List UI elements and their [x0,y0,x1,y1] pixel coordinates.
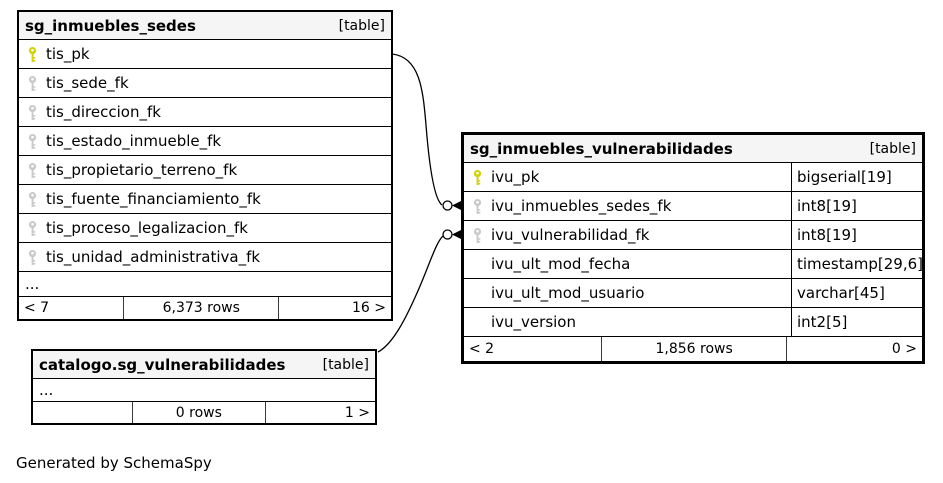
table-title[interactable]: sg_inmuebles_vulnerabilidades [470,139,733,158]
column-row: ivu_vulnerabilidad_fk int8[19] [464,221,922,250]
column-type: varchar[45] [797,284,885,302]
column-row: tis_propietario_terreno_fk [19,156,391,185]
primary-key-icon [473,169,482,185]
foreign-key-icon [473,198,482,214]
related-right-count: 0 > [891,341,917,357]
column-row: tis_fuente_financiamiento_fk [19,185,391,214]
column-row: ivu_pk bigserial[19] [464,163,922,192]
row-count: 6,373 rows [123,297,280,319]
column-row: ivu_inmuebles_sedes_fk int8[19] [464,192,922,221]
column-name: tis_pk [46,45,90,63]
column-row: tis_proceso_legalizacion_fk [19,214,391,243]
column-row: tis_direccion_fk [19,98,391,127]
column-name: tis_unidad_administrativa_fk [46,248,261,266]
column-type: int2[5] [797,313,848,331]
foreign-key-icon [28,191,37,207]
column-name: ivu_pk [491,168,540,186]
table-title[interactable]: catalogo.sg_vulnerabilidades [39,355,286,374]
related-left-count: < 7 [24,300,50,316]
column-row: ivu_ult_mod_fecha timestamp[29,6] [464,250,924,279]
table-type-badge: [table] [869,140,916,157]
related-right-count: 1 > [344,404,370,421]
table-type-badge: [table] [322,356,369,373]
foreign-key-icon [28,220,37,236]
table-catalogo-sg-vulnerabilidades: catalogo.sg_vulnerabilidades [table] ...… [31,349,377,425]
edge-arrowhead [452,201,461,210]
table-footer: < 7 6,373 rows 16 > [19,297,391,319]
column-name: tis_proceso_legalizacion_fk [46,219,248,237]
table-footer: < 2 1,856 rows 0 > [464,337,922,361]
column-name: tis_estado_inmueble_fk [46,132,222,150]
column-row: tis_unidad_administrativa_fk [19,243,391,272]
table-header[interactable]: sg_inmuebles_vulnerabilidades [table] [464,135,922,163]
foreign-key-icon [28,249,37,265]
column-name: ivu_version [491,313,576,331]
column-row: tis_pk [19,40,391,69]
table-title[interactable]: sg_inmuebles_sedes [25,16,196,35]
table-header[interactable]: catalogo.sg_vulnerabilidades [table] [33,351,375,379]
column-name: tis_propietario_terreno_fk [46,161,238,179]
column-row: ivu_ult_mod_usuario varchar[45] [464,279,922,308]
hidden-columns-ellipsis: ... [19,272,391,297]
column-row: tis_sede_fk [19,69,391,98]
column-name: tis_sede_fk [46,74,129,92]
table-type-badge: [table] [338,17,385,34]
column-name: ivu_vulnerabilidad_fk [491,226,650,244]
hidden-columns-ellipsis: ... [33,379,375,402]
column-type: int8[19] [797,226,857,244]
column-type: timestamp[29,6] [797,255,924,273]
row-count: 0 rows [132,402,266,423]
related-left-count: < 2 [469,341,495,357]
column-name: tis_fuente_financiamiento_fk [46,190,261,208]
related-right-count: 16 > [351,300,386,316]
edge-arrowhead [452,230,461,239]
foreign-key-icon [28,104,37,120]
column-name: ivu_inmuebles_sedes_fk [491,197,672,215]
table-sg-inmuebles-sedes: sg_inmuebles_sedes [table] tis_pk tis_se… [17,10,393,321]
edge-endpoint-circle [442,229,453,240]
generated-by-note: Generated by SchemaSpy [16,454,212,472]
edge-endpoint-circle [442,200,453,211]
primary-key-icon [28,46,37,62]
column-row: ivu_version int2[5] [464,308,922,337]
foreign-key-icon [473,227,482,243]
edge-tis-pk-to-ivu-inmuebles-sedes-fk [391,53,443,206]
foreign-key-icon [28,162,37,178]
table-sg-inmuebles-vulnerabilidades: sg_inmuebles_vulnerabilidades [table] iv… [461,132,925,364]
column-row: tis_estado_inmueble_fk [19,127,391,156]
column-type: int8[19] [797,197,857,215]
column-name: ivu_ult_mod_usuario [491,284,645,302]
table-header[interactable]: sg_inmuebles_sedes [table] [19,12,391,40]
column-type: bigserial[19] [797,168,892,186]
table-footer: 0 rows 1 > [33,402,375,423]
foreign-key-icon [28,75,37,91]
column-name: ivu_ult_mod_fecha [491,255,631,273]
row-count: 1,856 rows [601,337,787,361]
related-left-count [33,402,132,423]
foreign-key-icon [28,133,37,149]
column-name: tis_direccion_fk [46,103,161,121]
